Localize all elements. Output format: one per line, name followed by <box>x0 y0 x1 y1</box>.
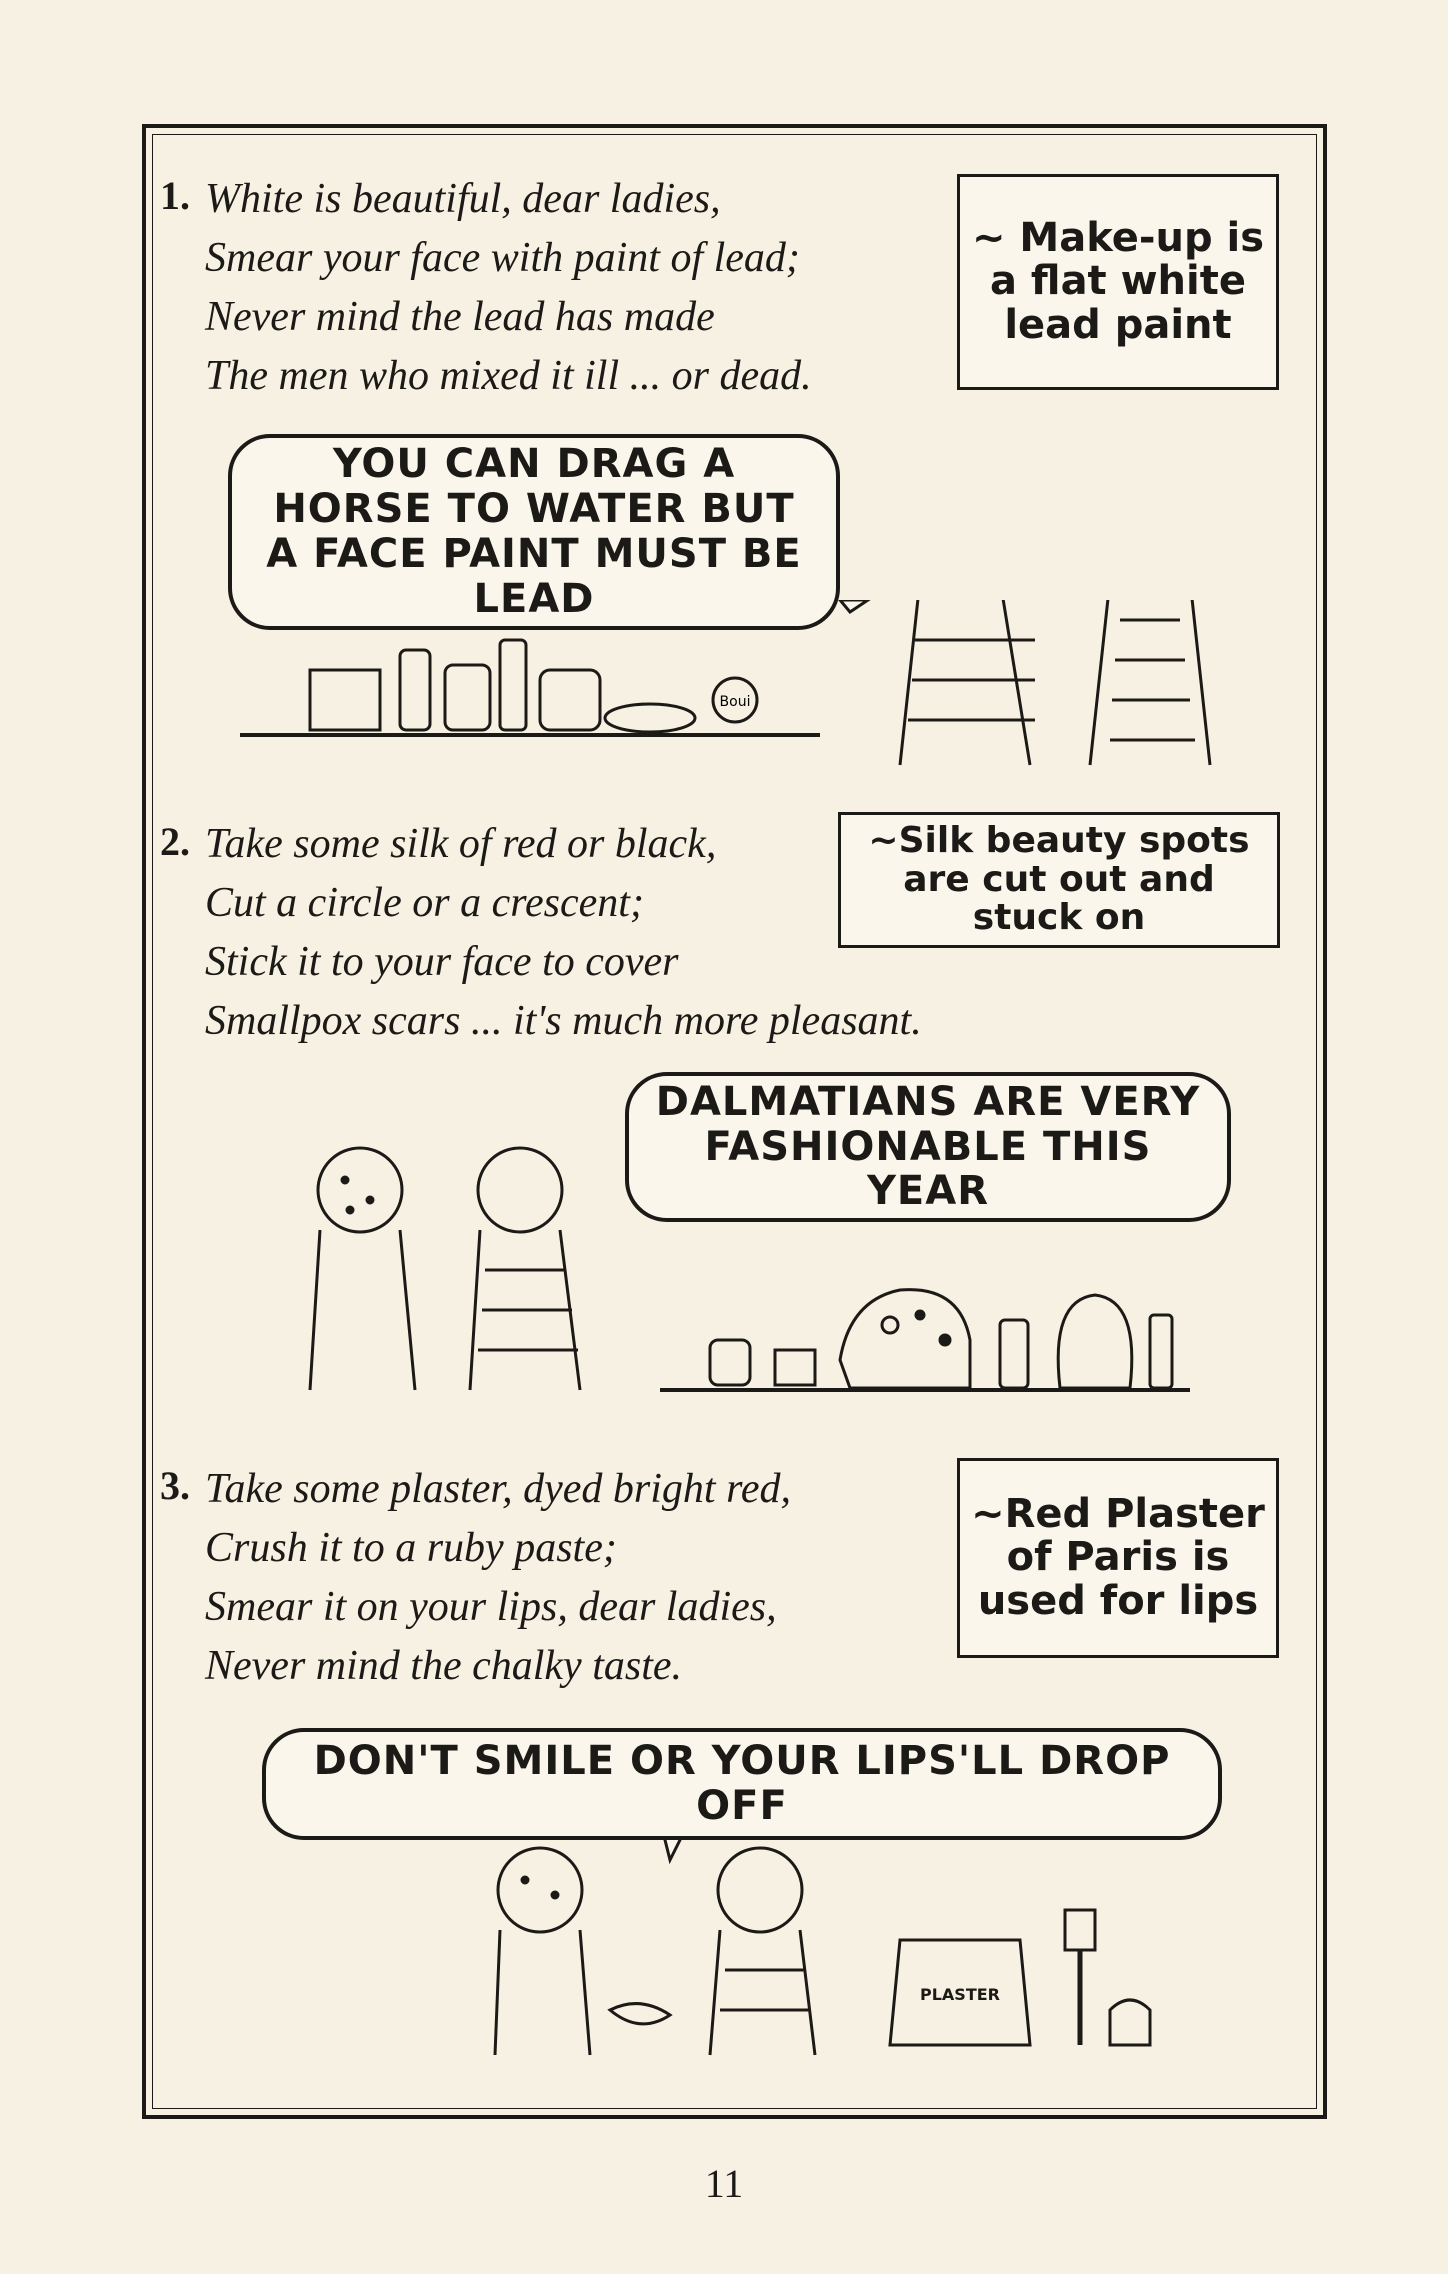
page-number: 11 <box>704 2161 744 2206</box>
verse-1-line-3: Never mind the lead has made <box>205 294 715 340</box>
verse-2-line-2: Cut a circle or a crescent; <box>205 880 644 926</box>
speech-bubble-dont-smile: DON'T SMILE OR YOUR LIPS'LL DROP OFF <box>262 1728 1222 1840</box>
verse-1-line-2: Smear your face with paint of lead; <box>205 235 800 281</box>
caption-box-red-plaster: ~Red Plaster of Paris is used for lips <box>957 1458 1279 1658</box>
verse-1-line-1: White is beautiful, dear ladies, <box>205 176 721 222</box>
verse-2-number: 2. <box>160 819 190 864</box>
verse-1-text: White is beautiful, dear ladies, Smear y… <box>205 170 812 406</box>
jar-label-boui: Boui <box>720 694 751 710</box>
speech-bubble-horse: YOU CAN DRAG A HORSE TO WATER BUT A FACE… <box>228 434 840 630</box>
verse-2-line-3: Stick it to your face to cover <box>205 939 679 985</box>
verse-2-line-4: Smallpox scars ... it's much more pleasa… <box>205 998 922 1044</box>
verse-3-text: Take some plaster, dyed bright red, Crus… <box>205 1460 791 1696</box>
verse-3-line-1: Take some plaster, dyed bright red, <box>205 1466 792 1512</box>
caption-box-lead-paint: ~ Make-up is a flat white lead paint <box>957 174 1279 390</box>
plaster-lips-illustration: PLASTER <box>493 1820 1152 2056</box>
plaster-bag-label: PLASTER <box>920 1985 1000 2004</box>
verse-3-line-4: Never mind the chalky taste. <box>205 1643 683 1689</box>
speech-bubble-dalmatians: DALMATIANS ARE VERY FASHIONABLE THIS YEA… <box>625 1072 1231 1222</box>
verse-3-line-2: Crush it to a ruby paste; <box>205 1525 617 1571</box>
verse-2-line-1: Take some silk of red or black, <box>205 821 717 867</box>
dalmatian-scene-illustration <box>308 1146 1190 1392</box>
verse-1-number: 1. <box>160 173 190 218</box>
verse-3-line-3: Smear it on your lips, dear ladies, <box>205 1584 777 1630</box>
verse-1-line-4: The men who mixed it ill ... or dead. <box>205 353 812 399</box>
verse-2-text: Take some silk of red or black, Cut a ci… <box>205 815 922 1051</box>
cosmetics-table-illustration: Boui <box>240 600 1212 766</box>
page-border-frame <box>142 124 1327 2119</box>
verse-3-number: 3. <box>160 1463 190 1508</box>
caption-box-silk-spots: ~Silk beauty spots are cut out and stuck… <box>838 812 1280 948</box>
